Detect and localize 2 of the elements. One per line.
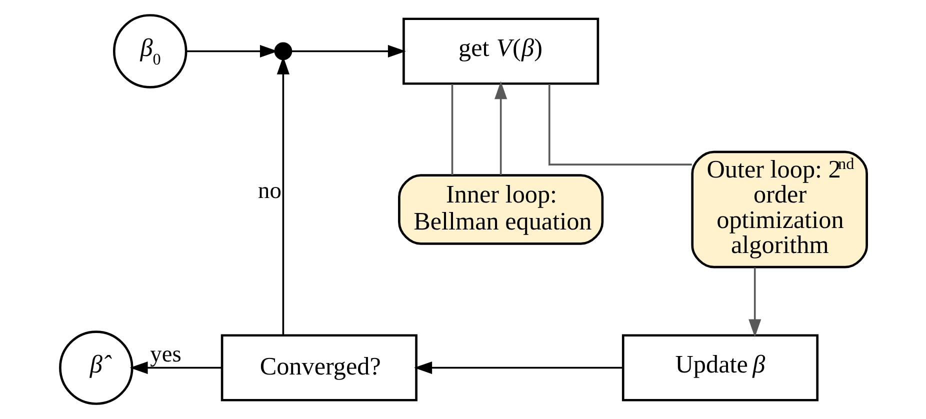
edge-label: no — [258, 178, 281, 204]
edge-label: yes — [150, 341, 181, 368]
